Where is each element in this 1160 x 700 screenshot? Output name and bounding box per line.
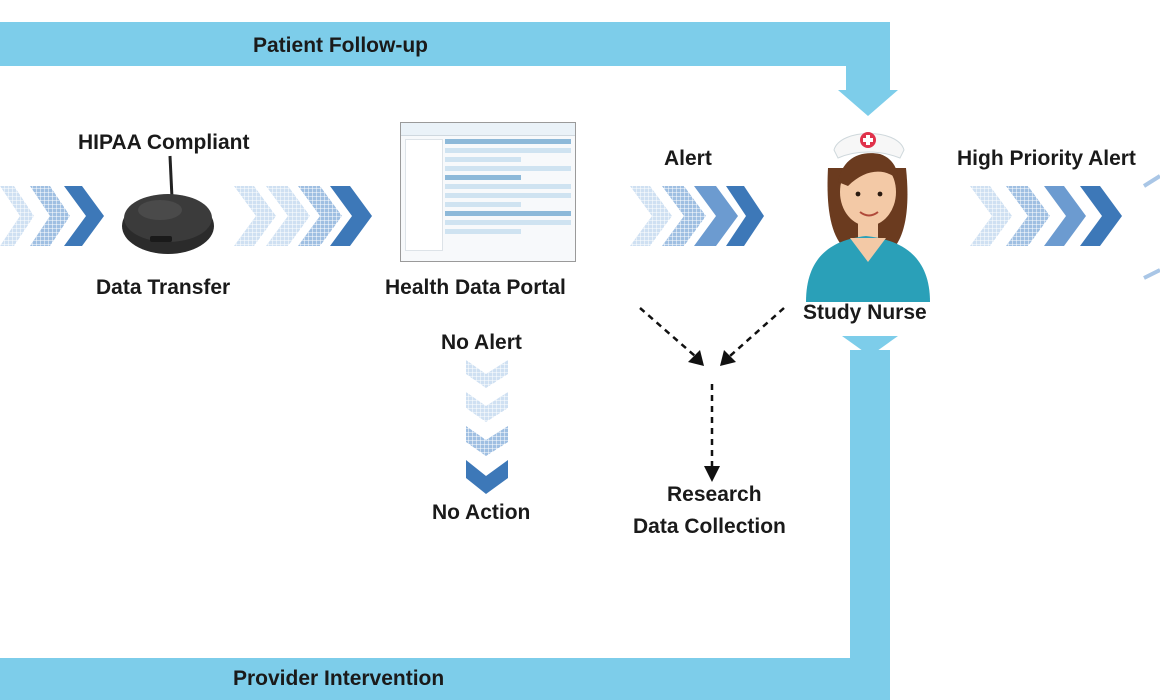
provider-intervention-label: Provider Intervention	[233, 667, 445, 690]
chevron-group-high-priority	[970, 186, 1122, 246]
health-data-portal-screenshot	[400, 122, 576, 262]
alert-label: Alert	[664, 147, 712, 170]
no-alert-label: No Alert	[441, 331, 522, 354]
portal-main	[445, 139, 571, 249]
chevron-group-input	[0, 186, 104, 246]
portal-sidebar	[405, 139, 443, 251]
hipaa-compliant-label: HIPAA Compliant	[78, 131, 250, 154]
data-collection-label: Data Collection	[633, 515, 786, 538]
chevron-group-no-alert	[466, 360, 508, 494]
patient-follow-up-label: Patient Follow-up	[253, 34, 428, 57]
chevron-group-transfer	[234, 186, 372, 246]
portal-header	[401, 123, 575, 136]
patient-follow-up-band	[0, 22, 898, 116]
dashed-arrows-research	[639, 307, 785, 468]
follow-up-arrowhead	[838, 90, 898, 116]
study-nurse-label: Study Nurse	[803, 301, 927, 324]
dashed-arrowheads	[688, 350, 736, 482]
chevron-group-alert	[630, 186, 764, 246]
no-action-label: No Action	[432, 501, 531, 524]
data-transfer-label: Data Transfer	[96, 276, 231, 299]
provider-intervention-band	[0, 336, 898, 700]
high-priority-alert-label: High Priority Alert	[957, 147, 1136, 170]
partial-arrows-right-edge	[1142, 174, 1160, 280]
research-label: Research	[667, 483, 762, 506]
study-nurse-icon	[806, 132, 930, 302]
router-device-icon	[122, 155, 214, 254]
intervention-arrow-top	[842, 336, 898, 356]
health-data-portal-label: Health Data Portal	[385, 276, 566, 299]
